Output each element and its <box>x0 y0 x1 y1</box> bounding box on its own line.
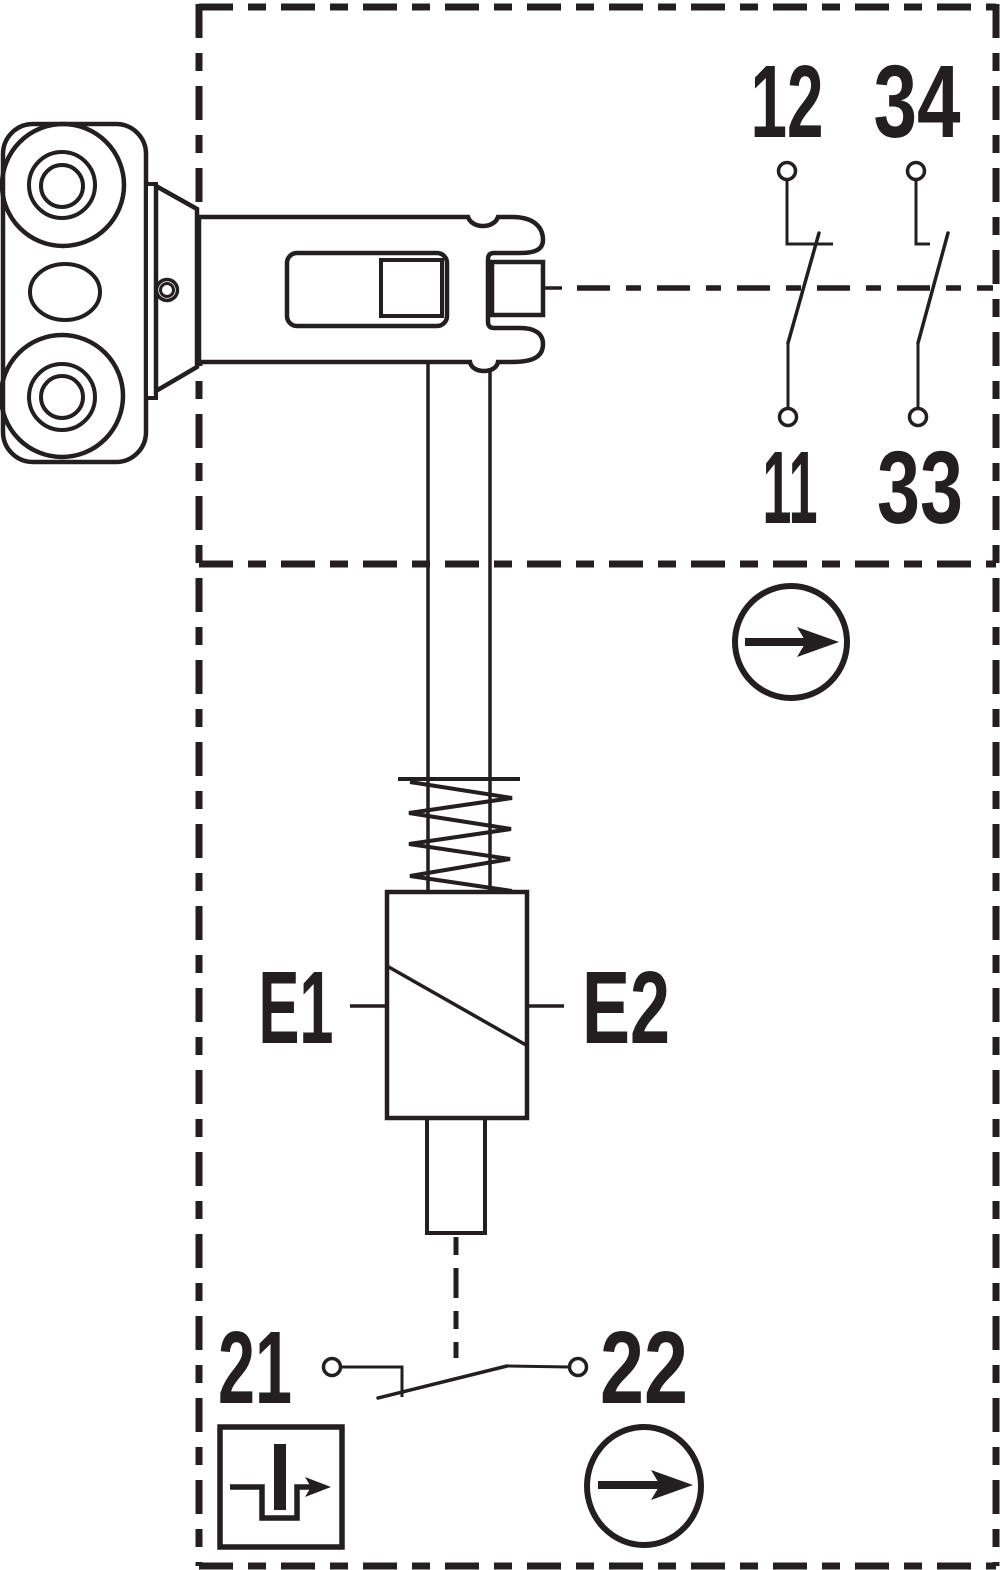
terminal-21 <box>321 1356 343 1378</box>
contact-blade-21-22 <box>376 1364 509 1400</box>
terminal-12 <box>776 160 798 182</box>
plunger-and-spring <box>398 362 520 893</box>
actuator-key <box>0 121 149 465</box>
screw-inner <box>159 282 175 298</box>
head-outline <box>196 214 546 374</box>
contact-no-34-33 <box>905 160 950 428</box>
actuator-center-slot <box>28 262 102 322</box>
fixed-lead-34 <box>914 180 930 246</box>
actuation-direction-arrow-icon-top <box>732 583 850 701</box>
terminal-33 <box>907 406 929 428</box>
lead-22 <box>506 1364 570 1369</box>
direction-arrow-head <box>797 627 839 657</box>
icon-plunger-bar <box>274 1444 286 1510</box>
direction-arrow-head <box>651 1470 693 1500</box>
contact-nc-12-11 <box>776 160 833 428</box>
icon-channel-path <box>230 1484 315 1521</box>
tongue-tip <box>379 258 444 318</box>
icon-arrow-head <box>305 1477 331 1497</box>
label-e2: E2 <box>582 950 670 1065</box>
actuator-top-hole-inner <box>39 163 85 209</box>
mounting-flange <box>144 182 200 400</box>
fixed-lead-21 <box>341 1365 404 1397</box>
label-34: 34 <box>874 44 961 159</box>
terminal-11 <box>777 406 799 428</box>
label-12: 12 <box>751 44 824 159</box>
terminal-22 <box>567 1356 589 1378</box>
actuation-direction-arrow-icon-bottom <box>584 1424 704 1548</box>
actuator-bottom-hole-mid <box>27 362 97 432</box>
contact-blade-12-11 <box>786 231 821 345</box>
actuator-bottom-hole-outer <box>0 332 126 460</box>
actuator-top-hole-mid <box>27 150 97 220</box>
label-22: 22 <box>600 1310 688 1425</box>
solenoid-block <box>350 889 564 1121</box>
solenoid-diagonal <box>386 964 527 1047</box>
switch-head <box>196 214 562 374</box>
fixed-lead-12 <box>785 180 833 246</box>
label-21: 21 <box>218 1310 292 1425</box>
label-11: 11 <box>763 430 818 545</box>
contact-21-22 <box>321 1356 589 1400</box>
plunger-actuation-icon <box>217 1424 345 1550</box>
contact-blade-34-33 <box>916 231 950 345</box>
spring-coil <box>408 780 513 893</box>
contact-plunger-block <box>489 259 546 318</box>
label-33: 33 <box>877 430 963 545</box>
lock-plunger <box>425 1118 487 1358</box>
terminal-34 <box>905 160 927 182</box>
tongue-slot-window <box>284 250 450 329</box>
label-e1: E1 <box>259 950 334 1065</box>
actuator-top-hole-outer <box>0 121 127 249</box>
actuator-bottom-hole-inner <box>39 374 85 420</box>
